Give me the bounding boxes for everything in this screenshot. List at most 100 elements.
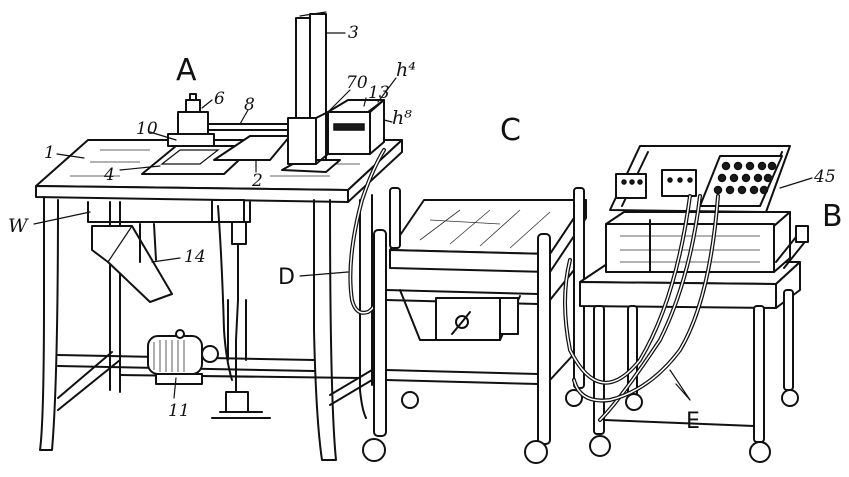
cart-c-top-front: [389, 249, 551, 273]
leader-1: [56, 153, 85, 159]
label-a: A: [176, 53, 197, 88]
actuator-cylinder: [231, 221, 247, 245]
machine-b-keys: [713, 161, 777, 195]
label-2: 2: [251, 171, 263, 191]
leader-d: [299, 271, 349, 277]
machine-b-panel-mid: [661, 169, 697, 197]
head-6: [177, 111, 209, 135]
cart-c-rail-low: [385, 369, 539, 385]
table-a-stretcher-diag-left: [57, 351, 121, 411]
machine-b-caster-front-left: [589, 435, 611, 457]
leader-lines: [33, 32, 813, 401]
label-70: 70: [346, 73, 368, 93]
cart-c-caster-front-right: [524, 440, 548, 464]
leader-8: [239, 109, 249, 125]
box-13-side: [369, 99, 385, 155]
leader-h4: [377, 77, 397, 103]
carriage-70: [287, 117, 317, 165]
actuator-rod: [235, 243, 239, 401]
cart-c-box-side: [499, 297, 519, 335]
column-3-cap: [299, 11, 327, 17]
cart-c-caster-back-left: [401, 391, 419, 409]
label-1: 1: [44, 143, 55, 163]
table-a-stretcher-diag-right: [329, 369, 373, 406]
machine-b-panel-left: [615, 173, 647, 199]
cart-c-caster-front-left: [362, 438, 386, 462]
box-13: [327, 111, 371, 155]
leader-6: [201, 99, 213, 109]
cart-c-rail-side: [549, 269, 575, 381]
label-h8: h⁸: [392, 107, 412, 129]
leader-w: [33, 211, 91, 225]
motor-terminal: [175, 329, 185, 339]
carriage-link: [315, 111, 329, 165]
table-a-leg-front-right: [313, 199, 337, 461]
cable-e-1-inner: [599, 195, 701, 421]
label-d: D: [278, 265, 295, 290]
label-8: 8: [244, 95, 255, 115]
cart-c-top-hatch: [419, 209, 551, 249]
label-b: B: [822, 199, 843, 234]
motor-body: [147, 335, 203, 375]
label-h4: h⁴: [396, 59, 416, 81]
label-10: 10: [136, 119, 158, 139]
label-e: E: [686, 409, 700, 434]
cable-d: [348, 148, 386, 315]
box-13-slot: [333, 123, 365, 131]
label-13: 13: [368, 83, 390, 103]
motor-pulley: [201, 345, 219, 363]
actuator-housing: [211, 199, 245, 223]
table-a: [35, 139, 403, 461]
cart-c-post-front-right: [537, 233, 551, 445]
chute-14-supports: [139, 223, 157, 263]
machine-b-leg-back-right: [783, 289, 794, 391]
leader-11: [173, 377, 177, 399]
cables-e: [563, 194, 720, 422]
leader-13: [363, 97, 367, 107]
cable-e-3-inner: [564, 195, 691, 384]
label-14: 14: [184, 247, 206, 267]
machine-b-caster-back-left: [625, 393, 643, 411]
actuator-wire: [217, 205, 233, 381]
motor-fins: [153, 340, 185, 372]
machine-b-body-side: [773, 211, 791, 273]
cart-c-post-front-left: [373, 229, 387, 437]
machine-b-leg-front-right: [753, 305, 765, 443]
machine-b-table-side: [775, 261, 801, 309]
motor-base: [155, 373, 203, 385]
actuator-foot: [225, 391, 249, 413]
leader-4: [119, 165, 161, 171]
leader-10: [149, 131, 177, 141]
table-a-top-edge: [35, 185, 349, 203]
head-6-knob: [185, 99, 201, 113]
label-6: 6: [214, 89, 225, 109]
cable-d-inner: [349, 149, 385, 314]
cart-c-crank: [451, 311, 471, 335]
actuator-frame: [227, 299, 247, 361]
machine-b-panel-dots: [621, 177, 693, 185]
motor-11: [147, 329, 219, 385]
arm-8: [207, 123, 297, 131]
labels: A B C D E W 1 2 3 4 6 8 10 11 13 14 45 7…: [8, 23, 843, 434]
label-c: C: [500, 113, 521, 148]
leader-14: [151, 257, 181, 263]
table-a-leg-back-right: [359, 194, 373, 419]
leader-45: [779, 177, 813, 189]
head-6-cap: [189, 93, 197, 101]
cart-c-post-back-left: [389, 187, 401, 249]
label-w: W: [8, 215, 29, 237]
label-11: 11: [168, 401, 190, 421]
h8-pointer-line: [383, 119, 393, 123]
machine-b-stretcher: [603, 419, 755, 427]
cart-c-caster-back-right: [565, 389, 583, 407]
label-3: 3: [348, 23, 359, 43]
plate-4-inner: [160, 149, 220, 165]
label-45: 45: [813, 167, 836, 187]
table-a-apparatus: [141, 11, 393, 175]
cable-e-2-inner: [573, 195, 719, 402]
label-4: 4: [103, 165, 115, 185]
chute-14: [91, 225, 173, 303]
table-a-leg-front-left: [39, 196, 59, 451]
